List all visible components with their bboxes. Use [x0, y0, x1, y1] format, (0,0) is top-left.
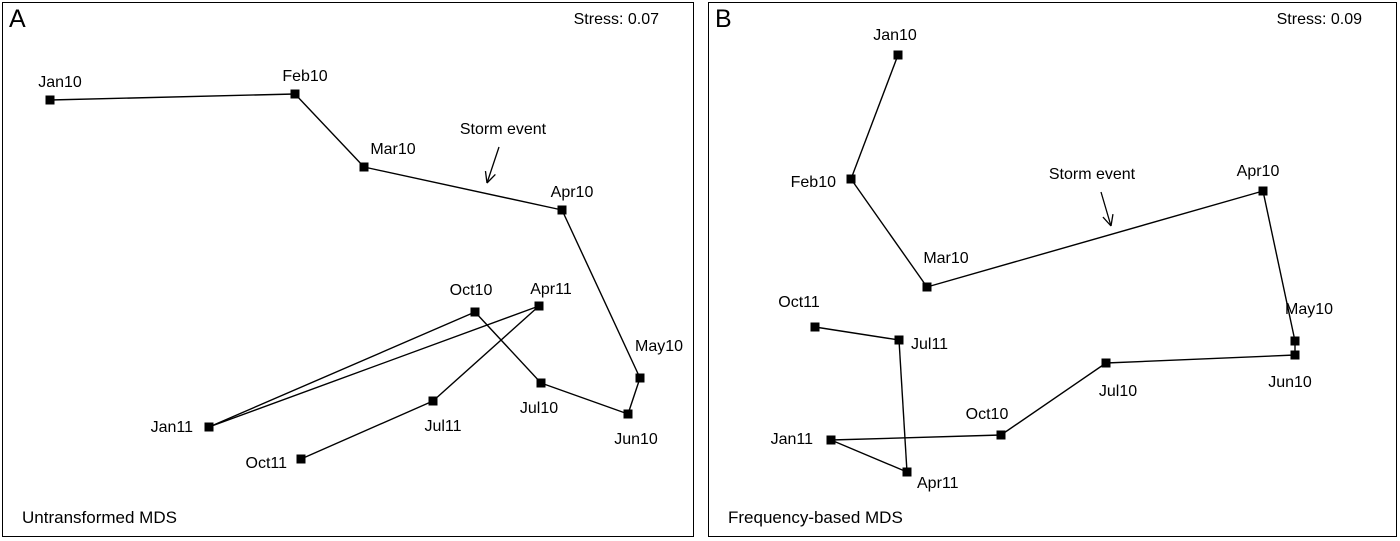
point-label-jan11: Jan11: [151, 419, 194, 436]
storm-event-annotation: Storm event: [460, 121, 547, 138]
path-segment: [208, 311, 476, 428]
point-label-oct10: Oct10: [450, 282, 493, 299]
point-marker-jul10: [1101, 358, 1111, 368]
point-marker-jul11: [428, 396, 438, 406]
point-label-oct11: Oct11: [246, 455, 288, 472]
path-segment: [1000, 362, 1107, 436]
point-marker-feb10: [846, 174, 856, 184]
path-segment: [830, 439, 908, 473]
point-marker-apr10: [1258, 186, 1268, 196]
point-marker-jan10: [45, 95, 55, 105]
point-marker-jun10: [1290, 350, 1300, 360]
path-segment: [850, 54, 899, 180]
path-segment: [627, 377, 641, 415]
point-label-jul10: Jul10: [520, 400, 558, 417]
path-segment: [49, 93, 296, 101]
point-marker-jun10: [623, 409, 633, 419]
path-segment: [898, 339, 908, 473]
point-label-mar10: Mar10: [370, 141, 415, 158]
point-label-may10: May10: [1285, 301, 1333, 318]
path-segment: [363, 166, 563, 211]
path-segment: [432, 305, 540, 402]
stress-value: Stress: 0.09: [1276, 11, 1362, 28]
point-label-oct11: Oct11: [778, 294, 820, 311]
point-label-feb10: Feb10: [282, 68, 327, 85]
path-segment: [294, 93, 365, 168]
path-segment: [814, 326, 900, 341]
point-marker-jan11: [204, 422, 214, 432]
point-label-apr11: Apr11: [917, 475, 959, 492]
panel-label: B: [715, 5, 732, 33]
point-marker-oct11: [810, 322, 820, 332]
path-segment: [561, 209, 641, 379]
point-marker-oct11: [296, 454, 306, 464]
storm-event-annotation: Storm event: [1049, 166, 1136, 183]
path-segment: [926, 190, 1264, 288]
point-marker-mar10: [922, 282, 932, 292]
point-label-jan10: Jan10: [38, 74, 82, 91]
panel-label: A: [9, 5, 26, 33]
point-marker-apr11: [534, 301, 544, 311]
point-marker-jul11: [894, 335, 904, 345]
point-marker-may10: [1290, 336, 1300, 346]
path-segment: [540, 382, 629, 415]
point-marker-jul10: [536, 378, 546, 388]
point-label-apr10: Apr10: [551, 184, 594, 201]
arrow-icon: [484, 146, 500, 184]
point-label-mar10: Mar10: [923, 250, 968, 267]
path-segment: [1105, 354, 1296, 364]
point-marker-jan10: [893, 50, 903, 60]
point-marker-jan11: [826, 435, 836, 445]
path-segment: [850, 178, 928, 288]
point-label-jan10: Jan10: [873, 27, 917, 44]
point-label-apr11: Apr11: [530, 281, 572, 298]
arrow-icon: [1100, 191, 1114, 227]
point-label-jun10: Jun10: [1268, 374, 1312, 391]
path-segment: [830, 434, 1002, 441]
point-label-may10: May10: [635, 338, 683, 355]
point-label-jul10: Jul10: [1099, 383, 1137, 400]
point-label-oct10: Oct10: [966, 406, 1009, 423]
point-marker-apr10: [557, 205, 567, 215]
point-label-jul11: Jul11: [911, 336, 948, 353]
point-marker-apr11: [902, 467, 912, 477]
point-label-jun10: Jun10: [614, 431, 658, 448]
path-segment: [474, 311, 542, 384]
point-label-feb10: Feb10: [791, 174, 836, 191]
path-segment: [300, 400, 434, 460]
point-label-jul11: Jul11: [424, 418, 461, 435]
stress-value: Stress: 0.07: [573, 11, 659, 28]
method-label: Untransformed MDS: [22, 508, 177, 527]
point-label-apr10: Apr10: [1237, 163, 1280, 180]
point-marker-may10: [635, 373, 645, 383]
point-marker-oct10: [470, 307, 480, 317]
path-segment: [208, 305, 540, 428]
path-segment: [1262, 190, 1296, 342]
point-marker-oct10: [996, 430, 1006, 440]
point-marker-mar10: [359, 162, 369, 172]
point-label-jan11: Jan11: [771, 431, 814, 448]
method-label: Frequency-based MDS: [728, 508, 903, 527]
point-marker-feb10: [290, 89, 300, 99]
